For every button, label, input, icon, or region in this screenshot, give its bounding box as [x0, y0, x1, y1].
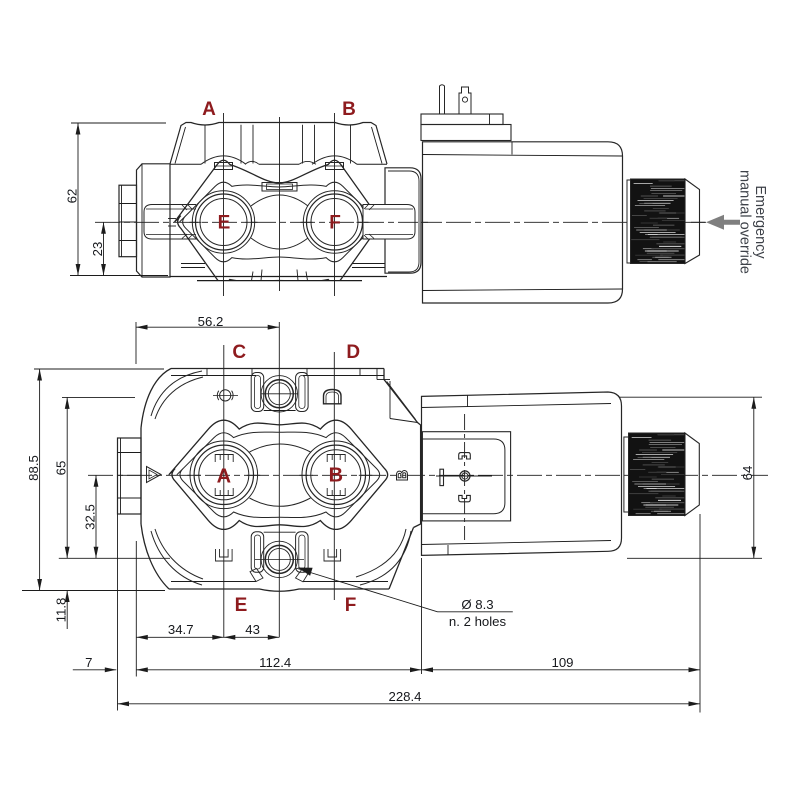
- svg-text:manual override: manual override: [737, 170, 753, 274]
- svg-text:65: 65: [54, 461, 69, 476]
- svg-text:Emergency: Emergency: [752, 185, 768, 259]
- svg-text:E: E: [235, 595, 248, 616]
- svg-text:A: A: [202, 99, 216, 120]
- svg-text:Ø 8.3: Ø 8.3: [461, 597, 493, 612]
- svg-text:62: 62: [64, 189, 79, 204]
- svg-text:23: 23: [90, 242, 105, 257]
- svg-text:228.4: 228.4: [388, 689, 421, 704]
- svg-text:109: 109: [551, 655, 573, 670]
- svg-text:7: 7: [85, 655, 92, 670]
- svg-text:B: B: [395, 470, 412, 481]
- svg-text:F: F: [329, 213, 341, 234]
- svg-text:43: 43: [245, 622, 260, 637]
- svg-text:34.7: 34.7: [168, 622, 194, 637]
- svg-text:C: C: [232, 342, 246, 363]
- svg-text:11.8: 11.8: [54, 598, 69, 623]
- svg-text:E: E: [218, 213, 231, 234]
- svg-text:D: D: [346, 342, 360, 363]
- svg-text:F: F: [345, 595, 357, 616]
- svg-text:32.5: 32.5: [82, 504, 97, 530]
- svg-text:B: B: [342, 99, 356, 120]
- svg-text:56.2: 56.2: [198, 314, 224, 329]
- svg-text:n. 2 holes: n. 2 holes: [449, 614, 507, 629]
- svg-text:64: 64: [740, 466, 755, 481]
- svg-text:112.4: 112.4: [259, 655, 291, 670]
- svg-text:88.5: 88.5: [26, 455, 41, 481]
- svg-text:A: A: [217, 466, 231, 488]
- svg-text:B: B: [329, 465, 343, 487]
